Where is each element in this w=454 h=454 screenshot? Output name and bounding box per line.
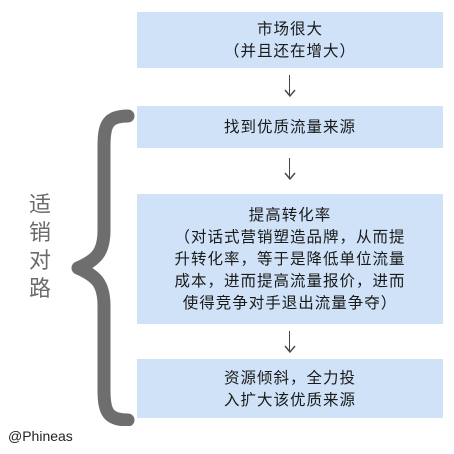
- step-1-line-1: 市场很大: [256, 20, 323, 38]
- step-1-line-2: （并且还在增大）: [223, 42, 356, 60]
- side-label-char-2: 销: [28, 221, 51, 246]
- step-box-find-source: 找到优质流量来源: [137, 106, 443, 148]
- step-3-line-1: 提高转化率: [248, 206, 332, 224]
- watermark: @Phineas: [8, 428, 73, 444]
- side-label-char-4: 路: [28, 277, 51, 302]
- down-arrow-icon: [282, 158, 298, 180]
- curly-brace-icon: [71, 109, 135, 426]
- step-box-market: 市场很大 （并且还在增大）: [137, 12, 443, 68]
- step-4-line-2: 入扩大该优质来源: [223, 390, 356, 409]
- step-3-line-3: 升转化率，等于是降低单位流量: [174, 250, 406, 268]
- down-arrow-icon: [282, 331, 298, 353]
- step-3-line-4: 成本，进而提高流量报价，进而: [174, 272, 406, 290]
- step-box-resources: 资源倾斜，全力投 入扩大该优质来源: [137, 359, 443, 418]
- step-4-line-1: 资源倾斜，全力投: [223, 368, 356, 387]
- down-arrow-icon: [282, 75, 298, 97]
- step-2-line-1: 找到优质流量来源: [223, 118, 356, 136]
- side-label-char-1: 适: [28, 193, 51, 218]
- side-label: 适 销 对 路: [20, 192, 60, 304]
- step-3-line-2: （对话式营销塑造品牌，从而提: [174, 228, 406, 246]
- side-label-char-3: 对: [28, 249, 51, 274]
- step-3-line-5: 使得竞争对手退出流量争夺）: [182, 294, 398, 312]
- step-box-conversion: 提高转化率 （对话式营销塑造品牌，从而提 升转化率，等于是降低单位流量 成本，进…: [137, 194, 443, 324]
